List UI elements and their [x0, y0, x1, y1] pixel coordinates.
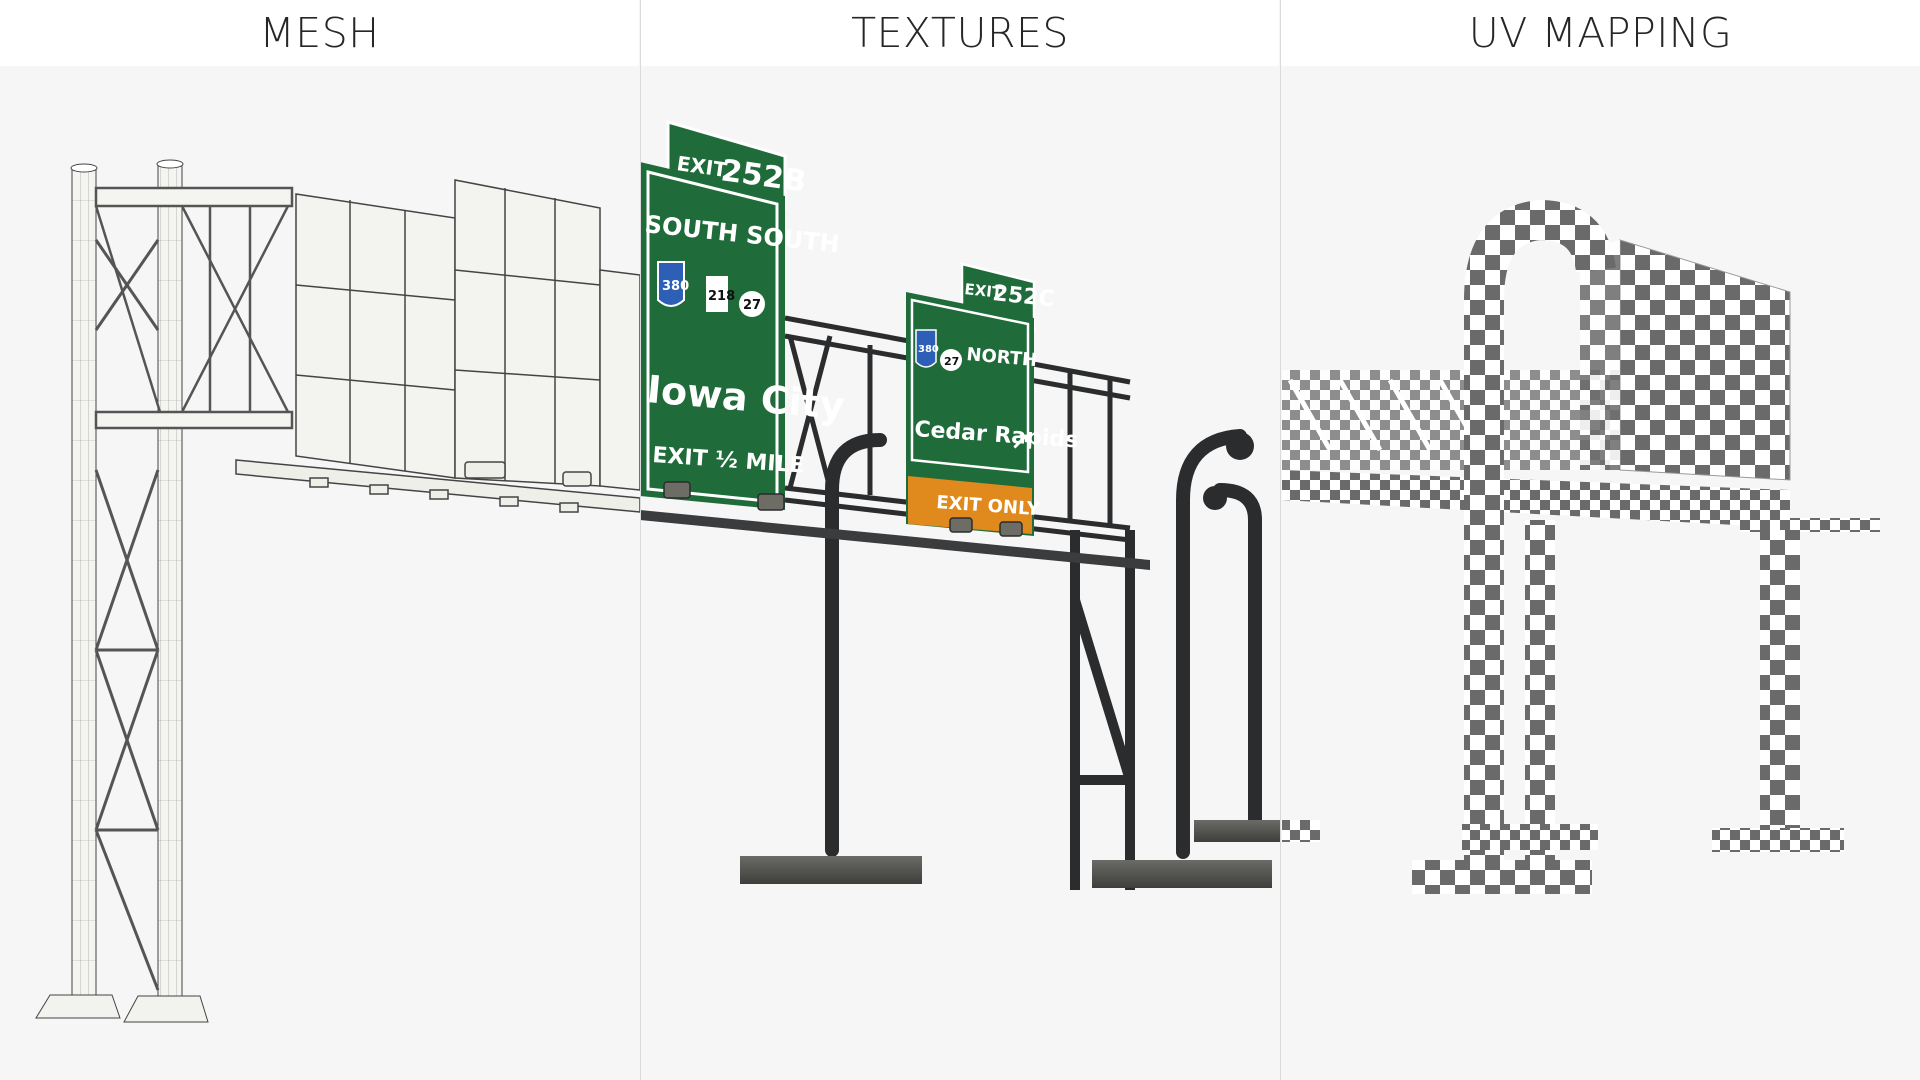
svg-text:27: 27: [743, 298, 761, 313]
uv-gantry: [1282, 199, 1880, 894]
svg-text:27: 27: [944, 355, 959, 368]
svg-text:↗: ↗: [1010, 428, 1030, 456]
panel-divider-right: [1280, 0, 1281, 1080]
sign-cedar-rapids: 380 27 NORTH Cedar Rapids ↗ EXIT ONLY: [906, 292, 1079, 536]
mesh-gantry: [35, 159, 641, 1023]
svg-text:380: 380: [662, 279, 689, 294]
panel-divider-left: [640, 0, 641, 1080]
panel-title-mesh: MESH: [0, 0, 639, 66]
textured-gantry: EXIT 252B SOUTH SOUTH 380 218 27 Iowa Ci…: [640, 120, 1280, 890]
svg-text:EXIT: EXIT: [964, 280, 1004, 302]
svg-text:380: 380: [918, 344, 939, 355]
sign-iowa-city: SOUTH SOUTH 380 218 27 Iowa City EXIT ½ …: [640, 162, 847, 510]
panel-title-uv-mapping: UV MAPPING: [1281, 0, 1920, 66]
svg-text:218: 218: [708, 289, 735, 304]
panel-title-textures: TEXTURES: [641, 0, 1279, 66]
